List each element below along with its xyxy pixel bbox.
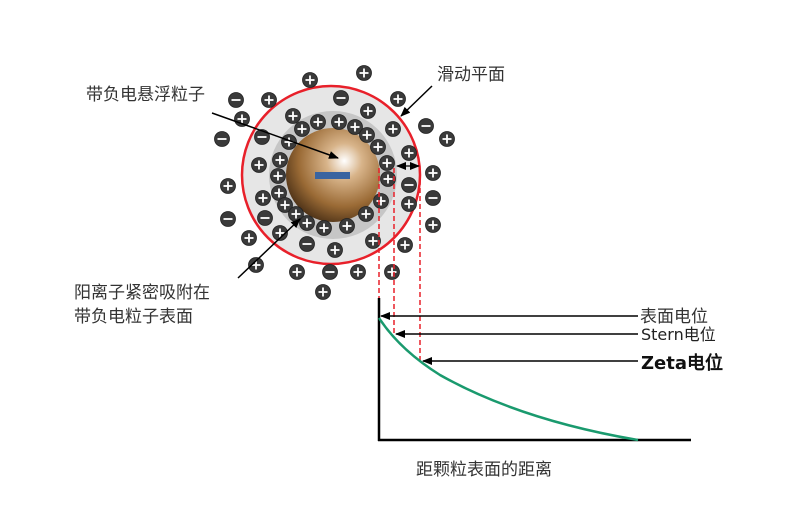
positive-ion-icon: [285, 108, 301, 124]
positive-ion-icon: [385, 121, 401, 137]
positive-ion-icon: [289, 264, 305, 280]
positive-ion-icon: [316, 220, 332, 236]
positive-ion-icon: [331, 114, 347, 130]
positive-ion-icon: [251, 157, 267, 173]
negative-ion-icon: [333, 90, 349, 106]
positive-ion-icon: [350, 264, 366, 280]
ions: [214, 65, 455, 300]
positive-ion-icon: [360, 103, 376, 119]
positive-ion-icon: [365, 233, 381, 249]
positive-ion-icon: [339, 218, 355, 234]
positive-ion-icon: [401, 196, 417, 212]
negative-ion-icon: [254, 129, 270, 145]
positive-ion-icon: [248, 257, 264, 273]
positive-ion-icon: [359, 127, 375, 143]
positive-ion-icon: [277, 197, 293, 213]
positive-ion-icon: [299, 215, 315, 231]
particle-arrow: [211, 112, 339, 159]
negative-ion-icon: [220, 211, 236, 227]
positive-ion-icon: [270, 168, 286, 184]
positive-ion-icon: [425, 217, 441, 233]
positive-ion-icon: [347, 119, 363, 135]
positive-ion-icon: [358, 206, 374, 222]
negative-ion-icon: [418, 118, 434, 134]
positive-ion-icon: [379, 155, 395, 171]
positive-ion-icon: [272, 225, 288, 241]
slip-plane-arrow: [400, 85, 433, 117]
positive-ion-icon: [220, 178, 236, 194]
positive-ion-icon: [397, 237, 413, 253]
negative-ion-icon: [401, 177, 417, 193]
slip-plane-label: 滑动平面: [437, 65, 505, 85]
positive-ion-icon: [373, 193, 389, 209]
surface-potential-label: 表面电位: [640, 307, 708, 327]
stern-potential-label: Stern电位: [641, 325, 716, 344]
positive-ion-icon: [356, 65, 372, 81]
adsorbed-label-line1: 阳离子紧密吸附在: [74, 283, 210, 303]
positive-ion-icon: [261, 92, 277, 108]
negative-ion-icon: [425, 190, 441, 206]
negative-ion-icon: [257, 210, 273, 226]
positive-ion-icon: [380, 171, 396, 187]
positive-ion-icon: [401, 145, 417, 161]
positive-ion-icon: [370, 139, 386, 155]
negative-ion-icon: [299, 236, 315, 252]
positive-ion-icon: [294, 121, 310, 137]
negative-ion-icon: [228, 92, 244, 108]
zeta-potential-label: Zeta电位: [641, 352, 723, 374]
negative-ion-icon: [322, 264, 338, 280]
positive-ion-icon: [390, 91, 406, 107]
x-axis-label: 距颗粒表面的距离: [416, 460, 552, 480]
positive-ion-icon: [327, 242, 343, 258]
positive-ion-icon: [272, 152, 288, 168]
adsorbed-label-line2: 带负电粒子表面: [74, 307, 193, 327]
positive-ion-icon: [241, 230, 257, 246]
positive-ion-icon: [439, 131, 455, 147]
positive-ion-icon: [384, 264, 400, 280]
particle-label: 带负电悬浮粒子: [86, 85, 205, 105]
negative-charge-bar: [315, 172, 350, 179]
positive-ion-icon: [315, 284, 331, 300]
negative-ion-icon: [214, 131, 230, 147]
potential-curve: [377, 317, 639, 442]
positive-ion-icon: [302, 72, 318, 88]
positive-ion-icon: [310, 114, 326, 130]
positive-ion-icon: [425, 165, 441, 181]
adsorbed-arrow: [237, 218, 301, 279]
positive-ion-icon: [255, 190, 271, 206]
